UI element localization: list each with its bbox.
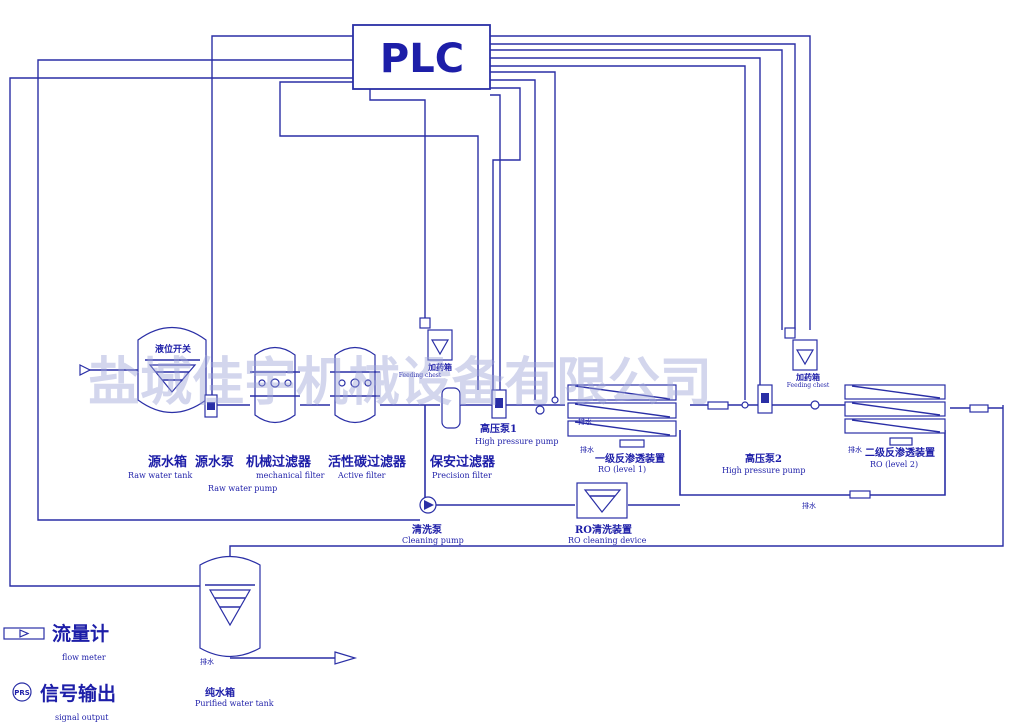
company-watermark: 盐城佳宇机械设备有限公司 (88, 353, 712, 413)
level-switch-label: 液位开关 (155, 343, 191, 355)
mech-filter-cn: 机械过滤器 (246, 454, 312, 470)
raw-inlet-arrow (79, 364, 92, 376)
svg-text:Precision filter: Precision filter (432, 471, 492, 480)
svg-text:Raw water tank: Raw water tank (128, 471, 192, 480)
valve-1 (741, 401, 749, 409)
plc-controller: PLC (352, 24, 491, 90)
ro-clean-cn: RO清洗装置 (575, 523, 632, 536)
raw-pump-cn: 源水泵 (195, 454, 234, 470)
feeding-chest-1: 加药箱 Feeding chest (399, 317, 453, 379)
svg-text:Raw water pump: Raw water pump (208, 484, 277, 493)
legend-flow-meter-cn: 流量计 (52, 622, 109, 645)
svg-text:排水: 排水 (580, 445, 594, 454)
ro1-cn: 一级反渗透装置 (595, 452, 665, 465)
svg-text:High pressure pump: High pressure pump (475, 437, 558, 446)
precision-filter (441, 387, 461, 429)
svg-text:mechanical filter: mechanical filter (256, 471, 325, 480)
flow-meter-1 (707, 401, 729, 410)
svg-text:排水: 排水 (848, 445, 862, 454)
svg-text:Cleaning pump: Cleaning pump (402, 536, 464, 545)
raw-tank-cn: 源水箱 (148, 454, 187, 470)
pure-tank-cn: 纯水箱 (205, 686, 235, 699)
svg-text:加药箱: 加药箱 (795, 372, 820, 382)
svg-text:排水: 排水 (802, 501, 816, 510)
equipment-labels: 源水箱 Raw water tank 源水泵 Raw water pump 机械… (128, 417, 935, 708)
legend-signal-cn: 信号输出 (40, 682, 116, 705)
svg-text:Feeding chest: Feeding chest (787, 382, 830, 389)
hp-pump2-cn: 高压泵2 (745, 452, 782, 465)
precision-filter-cn: 保安过滤器 (429, 454, 496, 470)
svg-text:RO cleaning device: RO cleaning device (568, 536, 647, 545)
svg-text:RO (level 1): RO (level 1) (598, 465, 646, 474)
ro2-cn: 二级反渗透装置 (865, 446, 935, 459)
carbon-filter-cn: 活性碳过滤器 (328, 454, 407, 470)
raw-water-pump (204, 394, 218, 418)
svg-text:Feeding chest: Feeding chest (399, 372, 442, 379)
legend: 流量计 flow meter PRS 信号输出 signal output (3, 622, 116, 722)
legend-signal-en: signal output (55, 713, 109, 722)
cleaning-pump-cn: 清洗泵 (412, 523, 443, 536)
purified-water-tank (199, 556, 358, 665)
plc-label: PLC (380, 36, 464, 82)
raw-water-tank: 液位开关 (137, 327, 207, 413)
svg-text:RO (level 2): RO (level 2) (870, 460, 918, 469)
ro-cleaning-device (576, 482, 871, 519)
high-pressure-pump-1 (491, 389, 559, 419)
svg-text:Active filter: Active filter (337, 471, 386, 480)
hp-pump1-cn: 高压泵1 (480, 422, 517, 435)
high-pressure-pump-2 (757, 384, 820, 414)
prs-signal-icon: PRS (12, 682, 32, 702)
svg-text:加药箱: 加药箱 (427, 362, 452, 372)
feeding-chest-2: 加药箱 Feeding chest (784, 327, 830, 389)
flow-meter-icon (3, 627, 45, 640)
svg-text:High pressure pump: High pressure pump (722, 466, 805, 475)
mechanical-filter (250, 346, 300, 424)
legend-flow-meter-en: flow meter (62, 653, 106, 662)
svg-text:排水: 排水 (200, 657, 214, 666)
cleaning-pump (419, 496, 437, 514)
carbon-filter (330, 346, 380, 424)
svg-text:Purified water tank: Purified water tank (195, 699, 274, 708)
svg-text:排水: 排水 (578, 417, 592, 426)
ro-level-1 (567, 384, 677, 448)
svg-text:PRS: PRS (14, 689, 30, 697)
signal-lines (9, 35, 1004, 587)
ro-level-2 (844, 384, 989, 446)
